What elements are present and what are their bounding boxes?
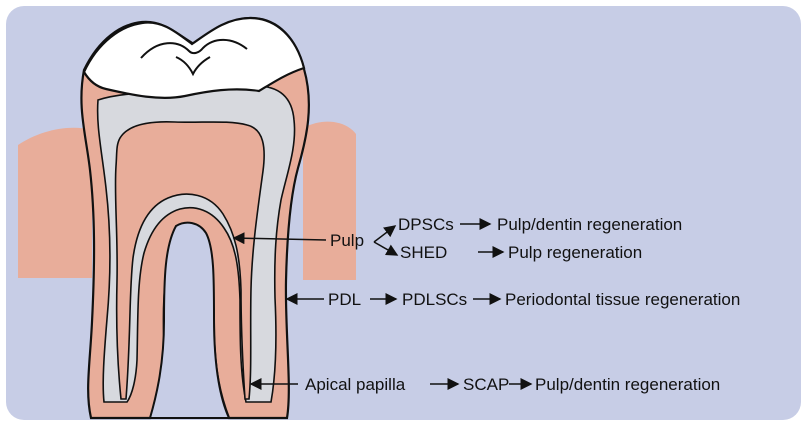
pulp-branch-arrow-up [374, 226, 395, 242]
pulp-regeneration-label: Pulp regeneration [508, 243, 642, 262]
pdl-label: PDL [328, 290, 361, 309]
pulp-label: Pulp [330, 231, 364, 250]
left-gum [18, 128, 92, 278]
dpscs-label: DPSCs [398, 215, 454, 234]
pulp-dentin-regeneration-label-1: Pulp/dentin regeneration [497, 215, 682, 234]
periodontal-tissue-regeneration-label: Periodontal tissue regeneration [505, 290, 740, 309]
scap-label: SCAP [463, 375, 509, 394]
right-gum [303, 122, 356, 280]
apical-papilla-label: Apical papilla [305, 375, 406, 394]
pulp-dentin-regeneration-label-2: Pulp/dentin regeneration [535, 375, 720, 394]
shed-label: SHED [400, 243, 447, 262]
pdlscs-label: PDLSCs [402, 290, 467, 309]
pulp-branch-arrow-down [374, 242, 397, 255]
